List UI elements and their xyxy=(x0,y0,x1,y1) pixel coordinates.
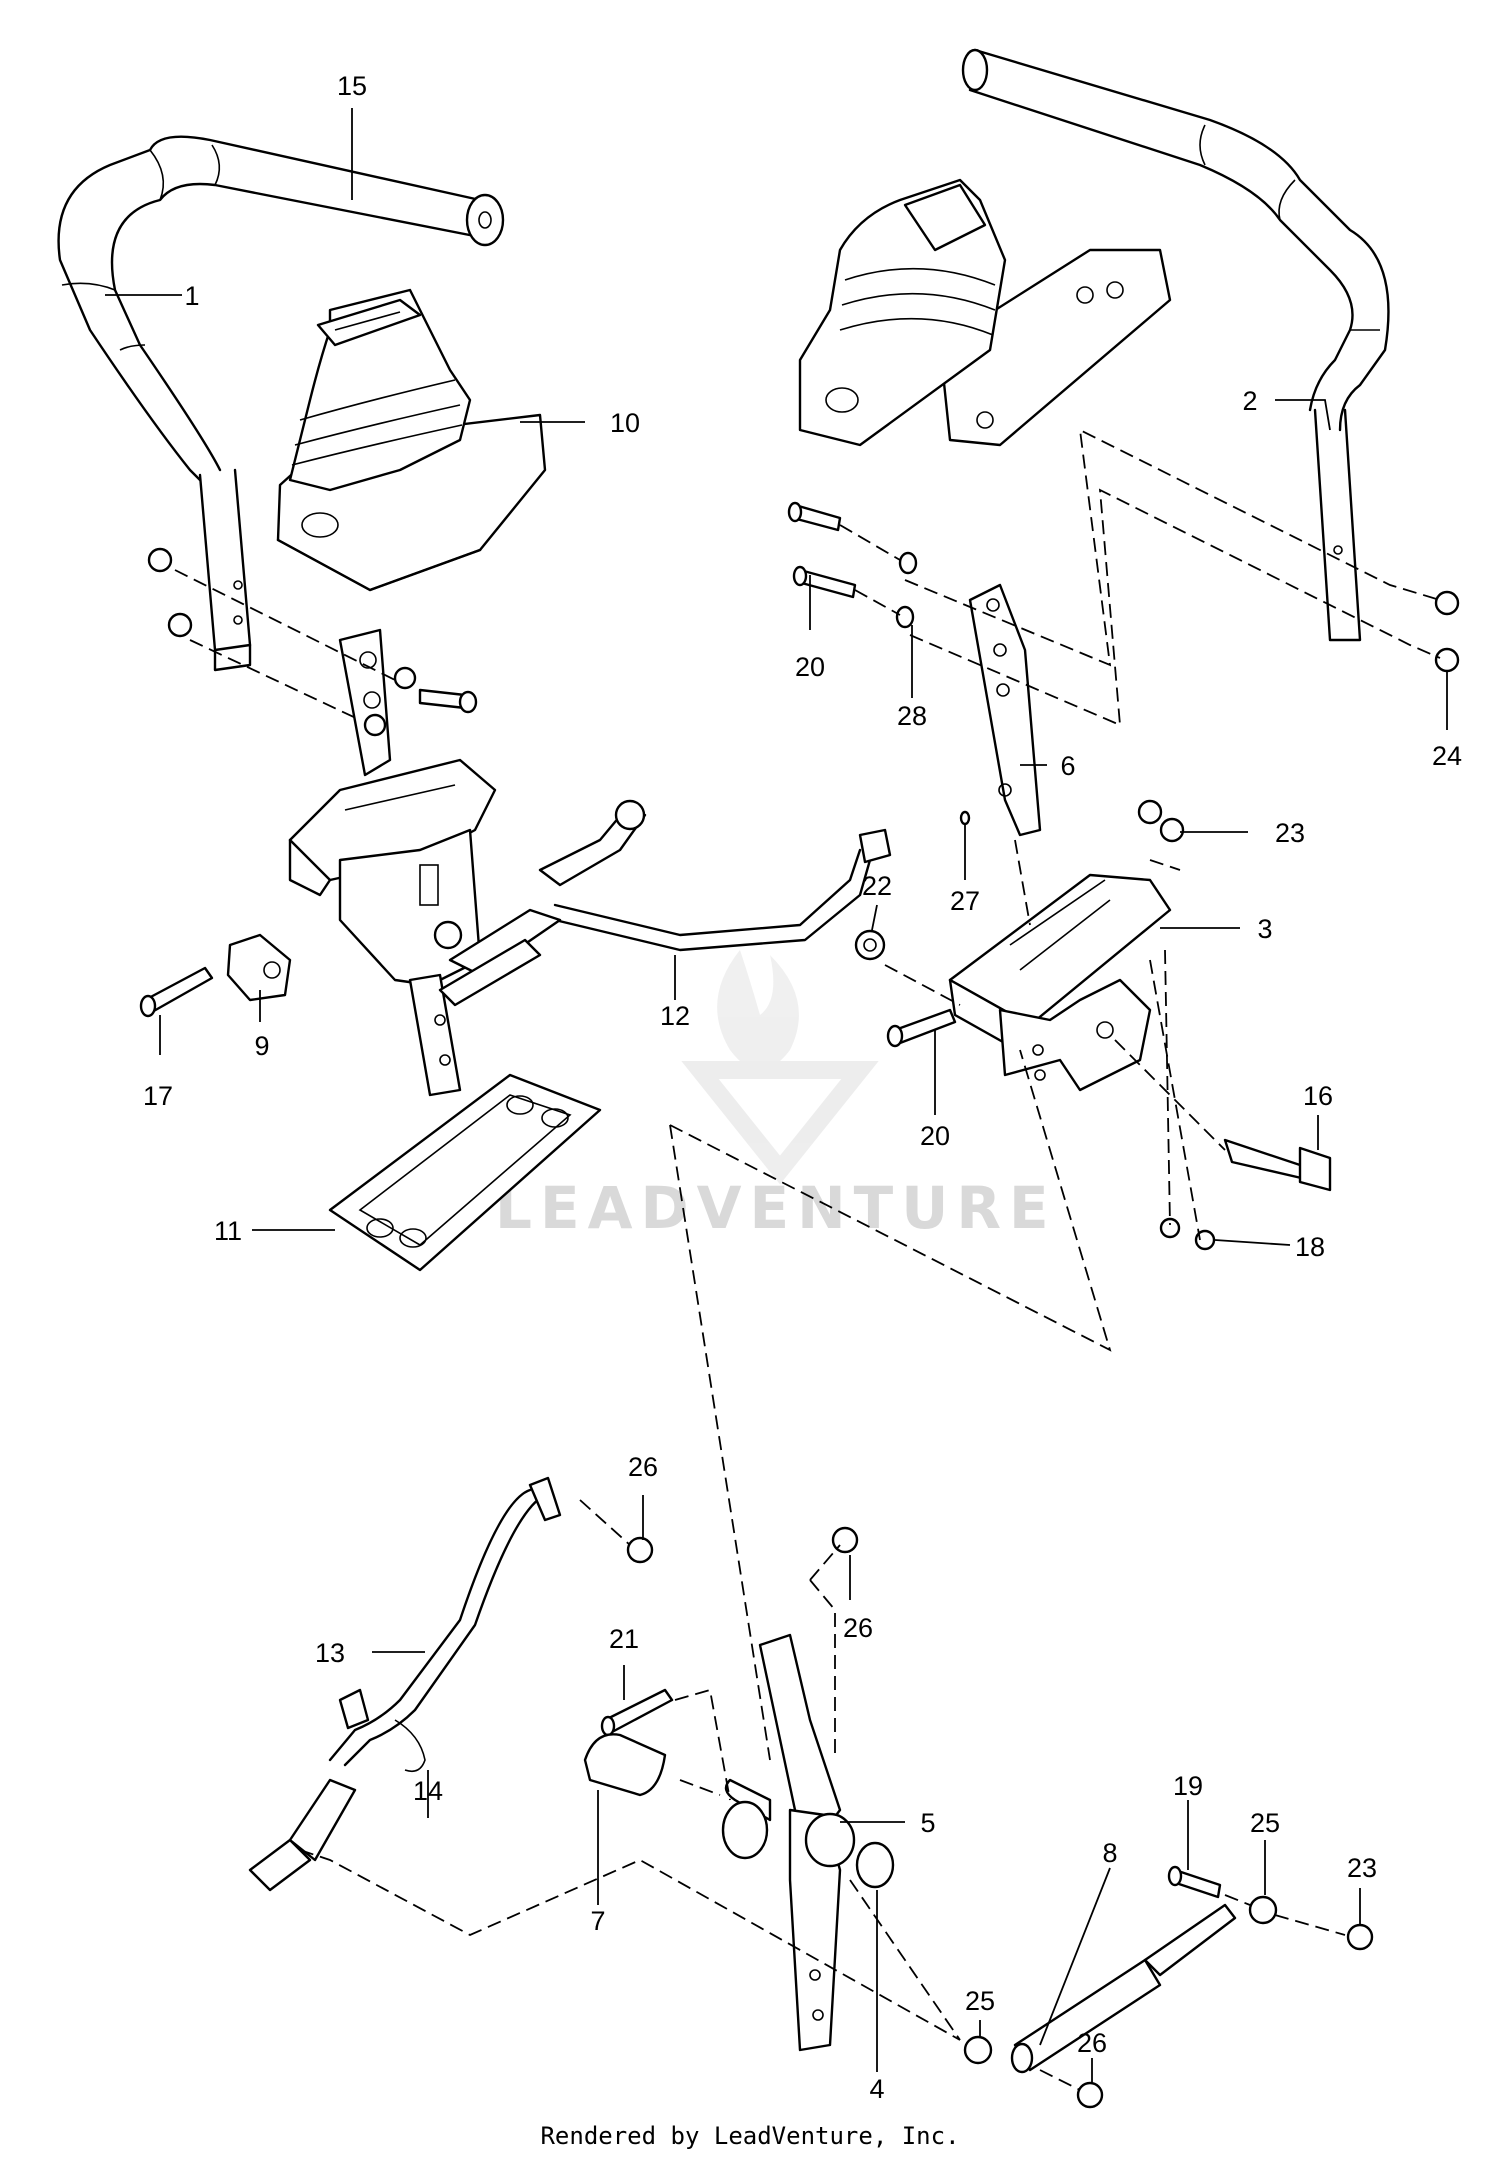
callout-2: 2 xyxy=(1242,386,1257,416)
lower-lever-assembly xyxy=(248,1476,1374,2109)
callout-8: 8 xyxy=(1102,1838,1117,1868)
callout-27: 27 xyxy=(950,886,980,916)
leadventure-watermark-logo xyxy=(681,950,879,1185)
callout-25-left: 25 xyxy=(965,1986,995,2016)
callout-26-mid: 26 xyxy=(843,1613,873,1643)
callout-1: 1 xyxy=(184,281,199,311)
callout-26-left: 26 xyxy=(628,1452,658,1482)
right-control-lever xyxy=(787,501,1042,837)
callout-21: 21 xyxy=(609,1624,639,1654)
callout-25-right: 25 xyxy=(1250,1808,1280,1838)
right-handle-bar xyxy=(961,48,1390,642)
watermark-text: LEADVENTURE xyxy=(495,1174,1057,1242)
assembly-dashed-lines xyxy=(174,428,1441,2091)
left-handle-bar xyxy=(57,135,505,672)
callout-23-lower: 23 xyxy=(1347,1853,1377,1883)
callout-6: 6 xyxy=(1060,751,1075,781)
callout-11: 11 xyxy=(214,1216,242,1246)
callout-20-upper: 20 xyxy=(795,652,825,682)
callout-10: 10 xyxy=(610,408,640,438)
callout-4: 4 xyxy=(869,2074,884,2104)
callout-13: 13 xyxy=(315,1638,345,1668)
right-boot xyxy=(798,178,1172,447)
callout-14: 14 xyxy=(413,1776,443,1806)
right-mount-bracket xyxy=(854,590,1460,1251)
callout-3: 3 xyxy=(1257,914,1272,944)
callout-15: 15 xyxy=(337,71,367,101)
callout-20-lower: 20 xyxy=(920,1121,950,1151)
callout-22: 22 xyxy=(862,871,892,901)
callout-leader-lines xyxy=(105,108,1448,2082)
left-control-lever-assembly xyxy=(139,547,497,1097)
callout-23-upper: 23 xyxy=(1275,818,1305,848)
callout-labels: 15 1 10 2 24 20 28 6 23 3 27 22 12 9 17 … xyxy=(143,71,1462,2104)
callout-28: 28 xyxy=(897,701,927,731)
control-rod xyxy=(438,799,892,1007)
callout-24: 24 xyxy=(1432,741,1462,771)
callout-19: 19 xyxy=(1173,1771,1203,1801)
callout-17: 17 xyxy=(143,1081,173,1111)
gasket-plate xyxy=(328,1073,602,1272)
callout-16: 16 xyxy=(1303,1081,1333,1111)
callout-5: 5 xyxy=(920,1808,935,1838)
callout-9: 9 xyxy=(254,1031,269,1061)
render-credit-footer: Rendered by LeadVenture, Inc. xyxy=(540,2122,960,2150)
callout-7: 7 xyxy=(590,1906,605,1936)
callout-18: 18 xyxy=(1295,1232,1325,1262)
left-boot xyxy=(276,288,547,592)
callout-12: 12 xyxy=(660,1001,690,1031)
callout-26-lower: 26 xyxy=(1077,2028,1107,2058)
